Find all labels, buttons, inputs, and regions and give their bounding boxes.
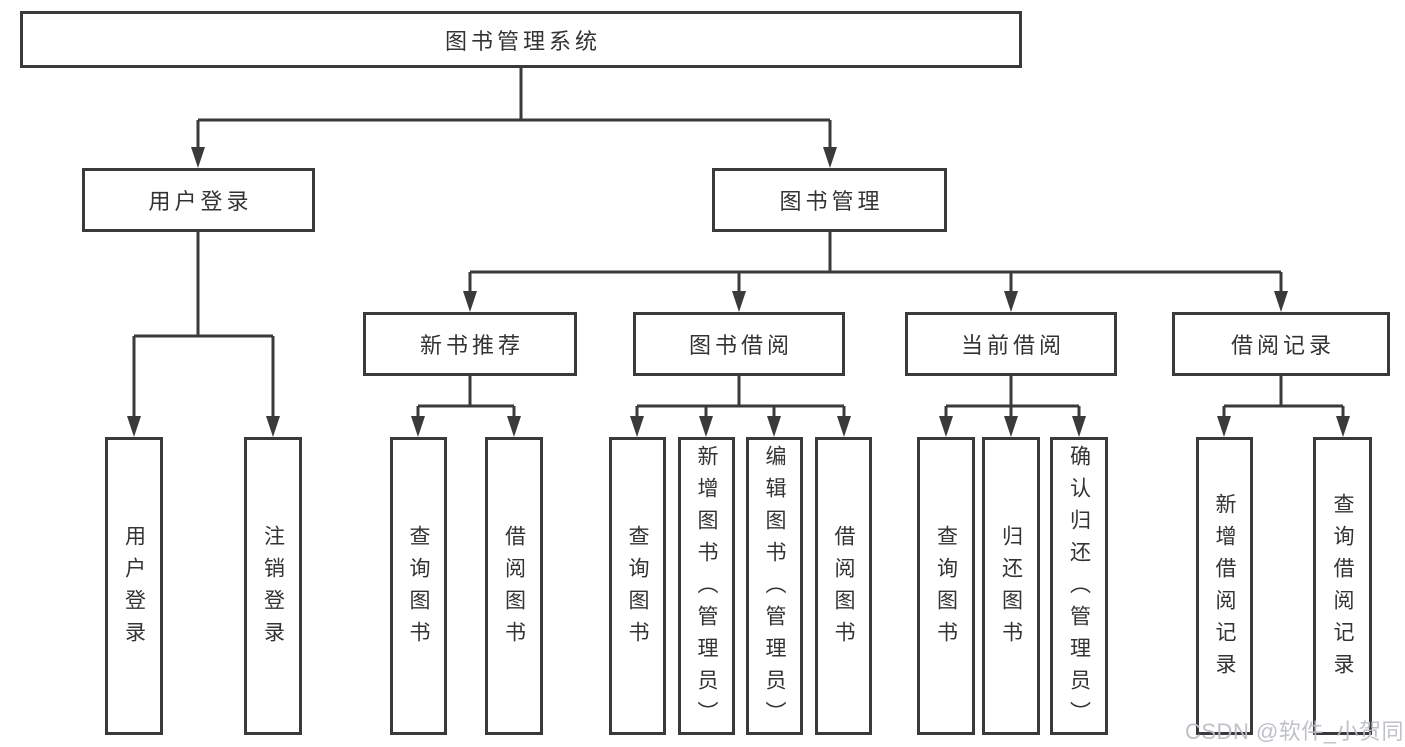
node-new-book-rec-label: 新书推荐 [419,333,524,358]
leaf-borrow-books-rec: 借阅图书 [485,437,543,735]
node-root: 图书管理系统 [20,11,1022,68]
node-book-mgmt-branch-label: 图书管理 [779,189,884,214]
node-book-borrow: 图书借阅 [633,312,845,376]
leaf-query-books-borrow-label: 查询图书 [626,525,649,653]
leaf-add-books-admin-label: 新增图书（管理员） [695,445,718,733]
node-root-label: 图书管理系统 [444,28,601,54]
leaf-user-login: 用户登录 [105,437,163,735]
leaf-query-borrow-record: 查询借阅记录 [1313,437,1372,735]
leaf-edit-books-admin: 编辑图书（管理员） [746,437,803,735]
leaf-add-borrow-record-label: 新增借阅记录 [1213,493,1236,685]
node-user-login-branch: 用户登录 [82,168,315,232]
node-current-borrow: 当前借阅 [905,312,1117,376]
leaf-user-login-label: 用户登录 [122,525,146,653]
leaf-query-borrow-record-label: 查询借阅记录 [1331,493,1354,685]
leaf-borrow-books-rec-label: 借阅图书 [502,525,526,653]
leaf-confirm-return-admin: 确认归还（管理员） [1050,437,1108,735]
leaf-query-books-rec: 查询图书 [390,437,447,735]
leaf-borrow-books-borrow: 借阅图书 [815,437,872,735]
leaf-logout: 注销登录 [244,437,302,735]
node-user-login-branch-label: 用户登录 [148,189,253,214]
leaf-edit-books-admin-label: 编辑图书（管理员） [763,445,786,733]
node-new-book-rec: 新书推荐 [363,312,577,376]
leaf-logout-label: 注销登录 [261,525,285,653]
leaf-query-books-current-label: 查询图书 [934,525,958,653]
tree-edges [132,68,1345,419]
leaf-add-books-admin: 新增图书（管理员） [678,437,735,735]
leaf-confirm-return-admin-label: 确认归还（管理员） [1067,445,1091,733]
csdn-watermark: CSDN @软件_小贺同学 [1185,719,1405,744]
leaf-query-books-current: 查询图书 [917,437,975,735]
node-borrow-records-label: 借阅记录 [1230,333,1335,358]
leaf-query-books-rec-label: 查询图书 [407,525,430,653]
node-book-borrow-label: 图书借阅 [688,333,793,358]
leaf-add-borrow-record: 新增借阅记录 [1196,437,1253,735]
arrow-down-icons [127,147,1350,437]
leaf-return-books: 归还图书 [982,437,1040,735]
node-current-borrow-label: 当前借阅 [960,333,1065,358]
node-book-mgmt-branch: 图书管理 [712,168,947,232]
leaf-borrow-books-borrow-label: 借阅图书 [832,525,855,653]
leaf-return-books-label: 归还图书 [999,525,1023,653]
node-borrow-records: 借阅记录 [1172,312,1390,376]
leaf-query-books-borrow: 查询图书 [609,437,666,735]
